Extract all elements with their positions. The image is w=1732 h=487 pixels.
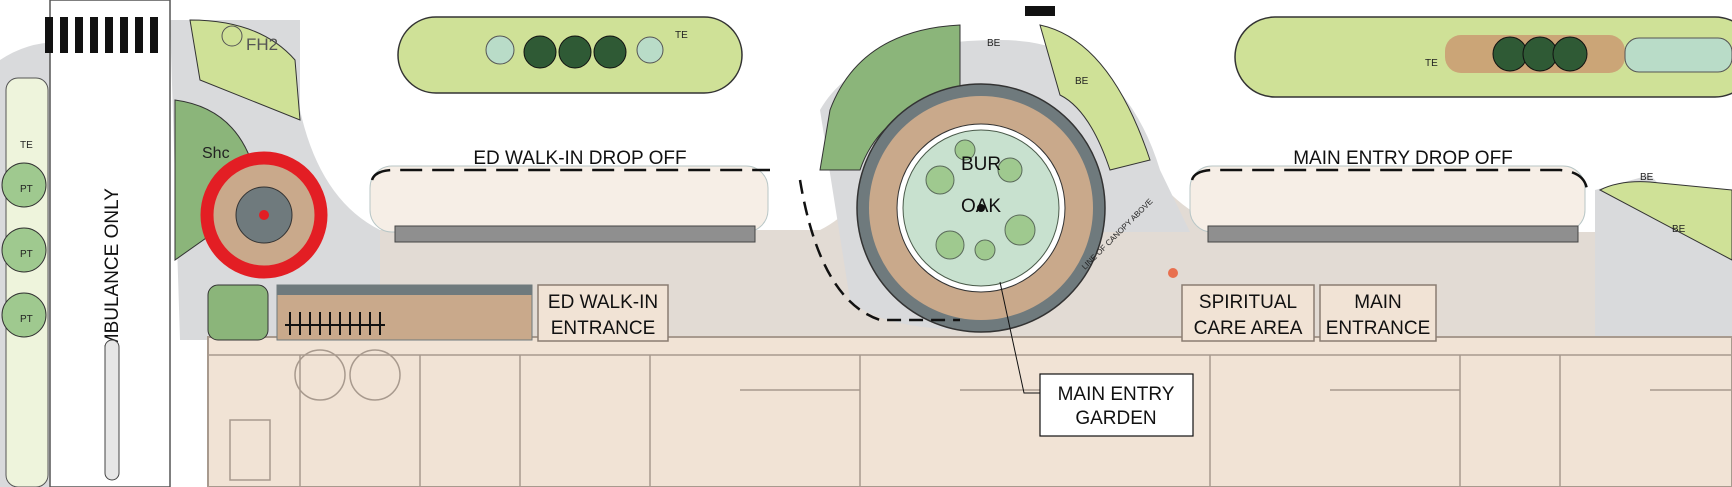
plant-tag: PT	[20, 249, 33, 260]
island-trees-left	[485, 35, 664, 69]
bur-oak-trunk	[977, 204, 985, 212]
plant-tag: TE	[20, 140, 33, 151]
planting-bed-right	[1598, 181, 1732, 261]
ed-dropoff-curb	[370, 168, 770, 181]
marker-dot	[1168, 268, 1178, 278]
main-entrance-label-line2: ENTRANCE	[1326, 318, 1431, 339]
lawn-bed-top-left	[189, 19, 301, 121]
plant-tag: BE	[1075, 76, 1089, 87]
island-trees-right	[1445, 35, 1732, 73]
main-dropoff-zone	[1189, 165, 1586, 233]
ambulance-only-label: AMBULANCE ONLY	[102, 188, 123, 362]
left-median-trees	[1, 162, 47, 338]
spiritual-care-label-line1: SPIRITUAL	[1199, 292, 1297, 313]
tree-label-line1: BUR	[961, 154, 1001, 175]
plant-tag: TE	[675, 30, 688, 41]
crosswalk-stripes	[45, 17, 158, 53]
ed-dropoff-zone	[369, 165, 769, 233]
fire-hydrant-icon	[221, 25, 243, 47]
paved-area-right	[1595, 175, 1732, 337]
bollard-island	[104, 339, 120, 481]
bike-rack-icon	[285, 312, 385, 335]
main-dropoff-label: MAIN ENTRY DROP OFF	[1293, 148, 1513, 169]
ed-canopy-edge	[277, 285, 532, 295]
garden-plants	[925, 139, 1036, 261]
plant-tag: PT	[20, 314, 33, 325]
feature-center-dot	[259, 210, 269, 220]
plant-tag: PT	[20, 184, 33, 195]
main-entrance-room	[1319, 284, 1437, 342]
plant-tag: Shc	[202, 145, 230, 162]
main-dropoff-curb	[1190, 168, 1589, 191]
plant-tag: BE	[1640, 172, 1654, 183]
ed-curb-strip	[394, 225, 756, 243]
plant-tag: TE	[1425, 58, 1438, 69]
canopy-line	[798, 179, 960, 322]
tree-label-line2: OAK	[961, 196, 1001, 217]
plant-tag: BE	[987, 38, 1001, 49]
garden-callout-line1: MAIN ENTRY	[1058, 384, 1175, 405]
planting-bed-roundabout-right	[1039, 24, 1151, 171]
ed-entrance-room	[537, 284, 669, 342]
spiritual-care-room	[1181, 284, 1315, 342]
main-entrance-label-line1: MAIN	[1354, 292, 1402, 313]
planting-bed-roundabout-left	[819, 24, 961, 171]
building-footprint	[207, 336, 1732, 487]
ed-dropoff-label: ED WALK-IN DROP OFF	[473, 148, 686, 169]
plant-tag: BE	[1672, 224, 1686, 235]
fire-hydrant-label: FH2	[246, 35, 278, 54]
callout-leader	[999, 281, 1040, 394]
ed-entrance-label-line2: ENTRANCE	[551, 318, 656, 339]
main-curb-strip	[1207, 225, 1579, 243]
garden-callout-box	[1039, 373, 1194, 437]
spiritual-care-label-line2: CARE AREA	[1194, 318, 1303, 339]
garden-callout-line2: GARDEN	[1075, 408, 1156, 429]
curb-block	[1025, 6, 1055, 16]
building-walls	[208, 349, 1732, 487]
ed-entrance-label-line1: ED WALK-IN	[548, 292, 658, 313]
planting-bed-entrance	[207, 284, 269, 341]
